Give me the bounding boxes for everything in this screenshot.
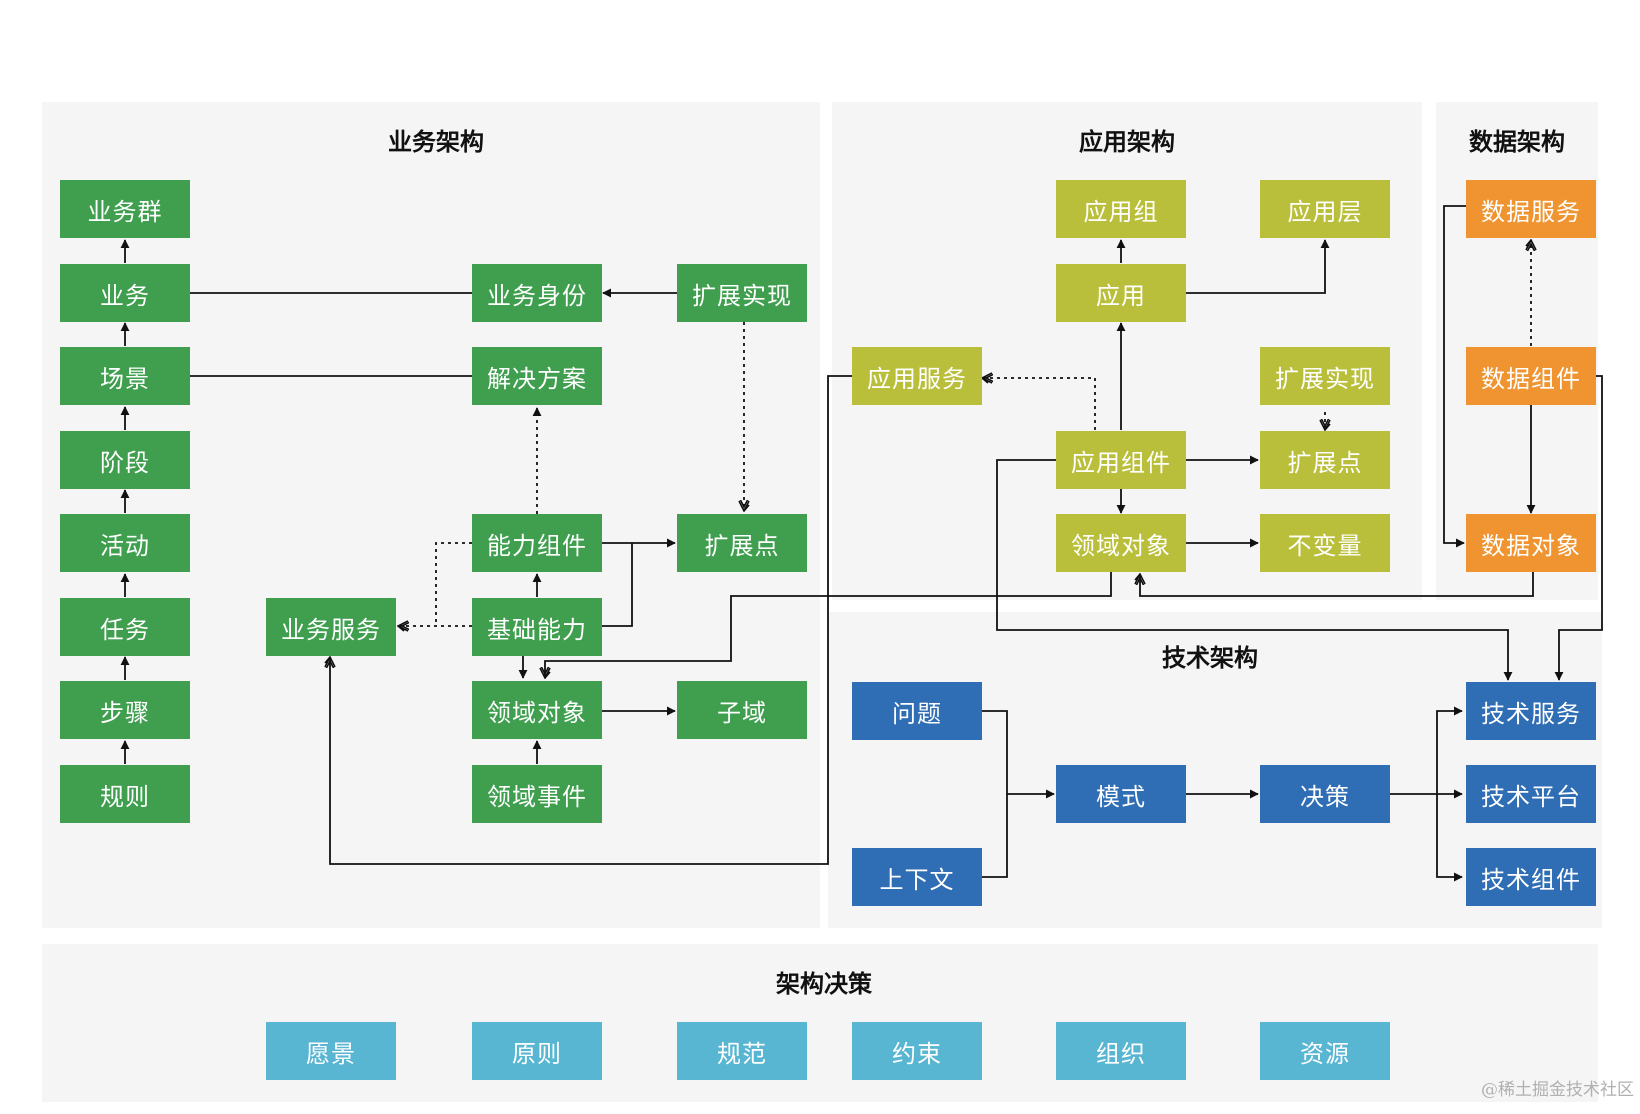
node-cj: 场景 xyxy=(60,347,190,405)
node-lydx-biz: 领域对象 xyxy=(472,681,602,739)
technology-architecture-title: 技术架构 xyxy=(1162,644,1258,672)
node-bz: 步骤 xyxy=(60,681,190,739)
edge-jcnl-kzd xyxy=(602,543,633,627)
edge-sjdx-lydx xyxy=(1140,572,1534,597)
node-jsfw: 技术服务 xyxy=(1466,682,1596,740)
node-kzd-app: 扩展点 xyxy=(1260,431,1390,489)
watermark: @稀土掘金技术社区 xyxy=(1481,1080,1634,1100)
node-yyz: 应用组 xyxy=(1056,180,1186,238)
node-bbl: 不变量 xyxy=(1260,514,1390,572)
node-organization: 组织 xyxy=(1056,1022,1186,1080)
node-lydx-app: 领域对象 xyxy=(1056,514,1186,572)
edge-sxw-ms xyxy=(982,794,1008,878)
edge-sjzj-jsfw xyxy=(1554,375,1603,681)
node-kzsx-app: 扩展实现 xyxy=(1260,347,1390,405)
edge-yyfw-ywfw xyxy=(330,375,852,865)
node-kzd-biz: 扩展点 xyxy=(677,514,807,572)
edge-yy-yyc xyxy=(1186,239,1330,294)
node-standard: 规范 xyxy=(677,1022,807,1080)
node-kzsx-biz: 扩展实现 xyxy=(677,264,807,322)
node-yw: 业务 xyxy=(60,264,190,322)
node-sxw: 上下文 xyxy=(852,848,982,906)
node-gz: 规则 xyxy=(60,765,190,823)
edge-applydx-bizlydx xyxy=(545,572,1112,678)
application-architecture-title: 应用架构 xyxy=(1079,128,1175,156)
node-ywq: 业务群 xyxy=(60,180,190,238)
node-jc: 决策 xyxy=(1260,765,1390,823)
edge-wt-ms xyxy=(982,710,1055,799)
node-ywfw: 业务服务 xyxy=(266,598,396,656)
edge-jc-jsfw xyxy=(1436,706,1463,794)
node-hd: 活动 xyxy=(60,514,190,572)
node-lysj: 领域事件 xyxy=(472,765,602,823)
node-ms: 模式 xyxy=(1056,765,1186,823)
node-resource: 资源 xyxy=(1260,1022,1390,1080)
node-yyzj: 应用组件 xyxy=(1056,431,1186,489)
node-yyc: 应用层 xyxy=(1260,180,1390,238)
node-jd: 阶段 xyxy=(60,431,190,489)
edge-nlzj-ywfw xyxy=(435,542,472,626)
node-jcnl: 基础能力 xyxy=(472,598,602,656)
node-jszj: 技术组件 xyxy=(1466,848,1596,906)
node-principle: 原则 xyxy=(472,1022,602,1080)
edge-jc-jszj xyxy=(1436,794,1463,882)
data-architecture-title: 数据架构 xyxy=(1469,128,1565,156)
node-constraint: 约束 xyxy=(852,1022,982,1080)
node-vision: 愿景 xyxy=(266,1022,396,1080)
business-architecture-title: 业务架构 xyxy=(388,128,484,156)
node-wt: 问题 xyxy=(852,682,982,740)
node-sjfw: 数据服务 xyxy=(1466,180,1596,238)
edge-yyzj-yyfw xyxy=(982,378,1096,430)
node-yy: 应用 xyxy=(1056,264,1186,322)
node-sjdx: 数据对象 xyxy=(1466,514,1596,572)
node-jspt: 技术平台 xyxy=(1466,765,1596,823)
node-sjzj: 数据组件 xyxy=(1466,347,1596,405)
node-rw: 任务 xyxy=(60,598,190,656)
node-ywsf: 业务身份 xyxy=(472,264,602,322)
edge-yyzj-jsfw xyxy=(996,459,1513,681)
node-jjfa: 解决方案 xyxy=(472,347,602,405)
node-nlzj: 能力组件 xyxy=(472,514,602,572)
node-yyfw: 应用服务 xyxy=(852,347,982,405)
architecture-decision-title: 架构决策 xyxy=(776,970,872,998)
node-zy: 子域 xyxy=(677,681,807,739)
edge-sjfw-sjdx xyxy=(1443,205,1466,548)
